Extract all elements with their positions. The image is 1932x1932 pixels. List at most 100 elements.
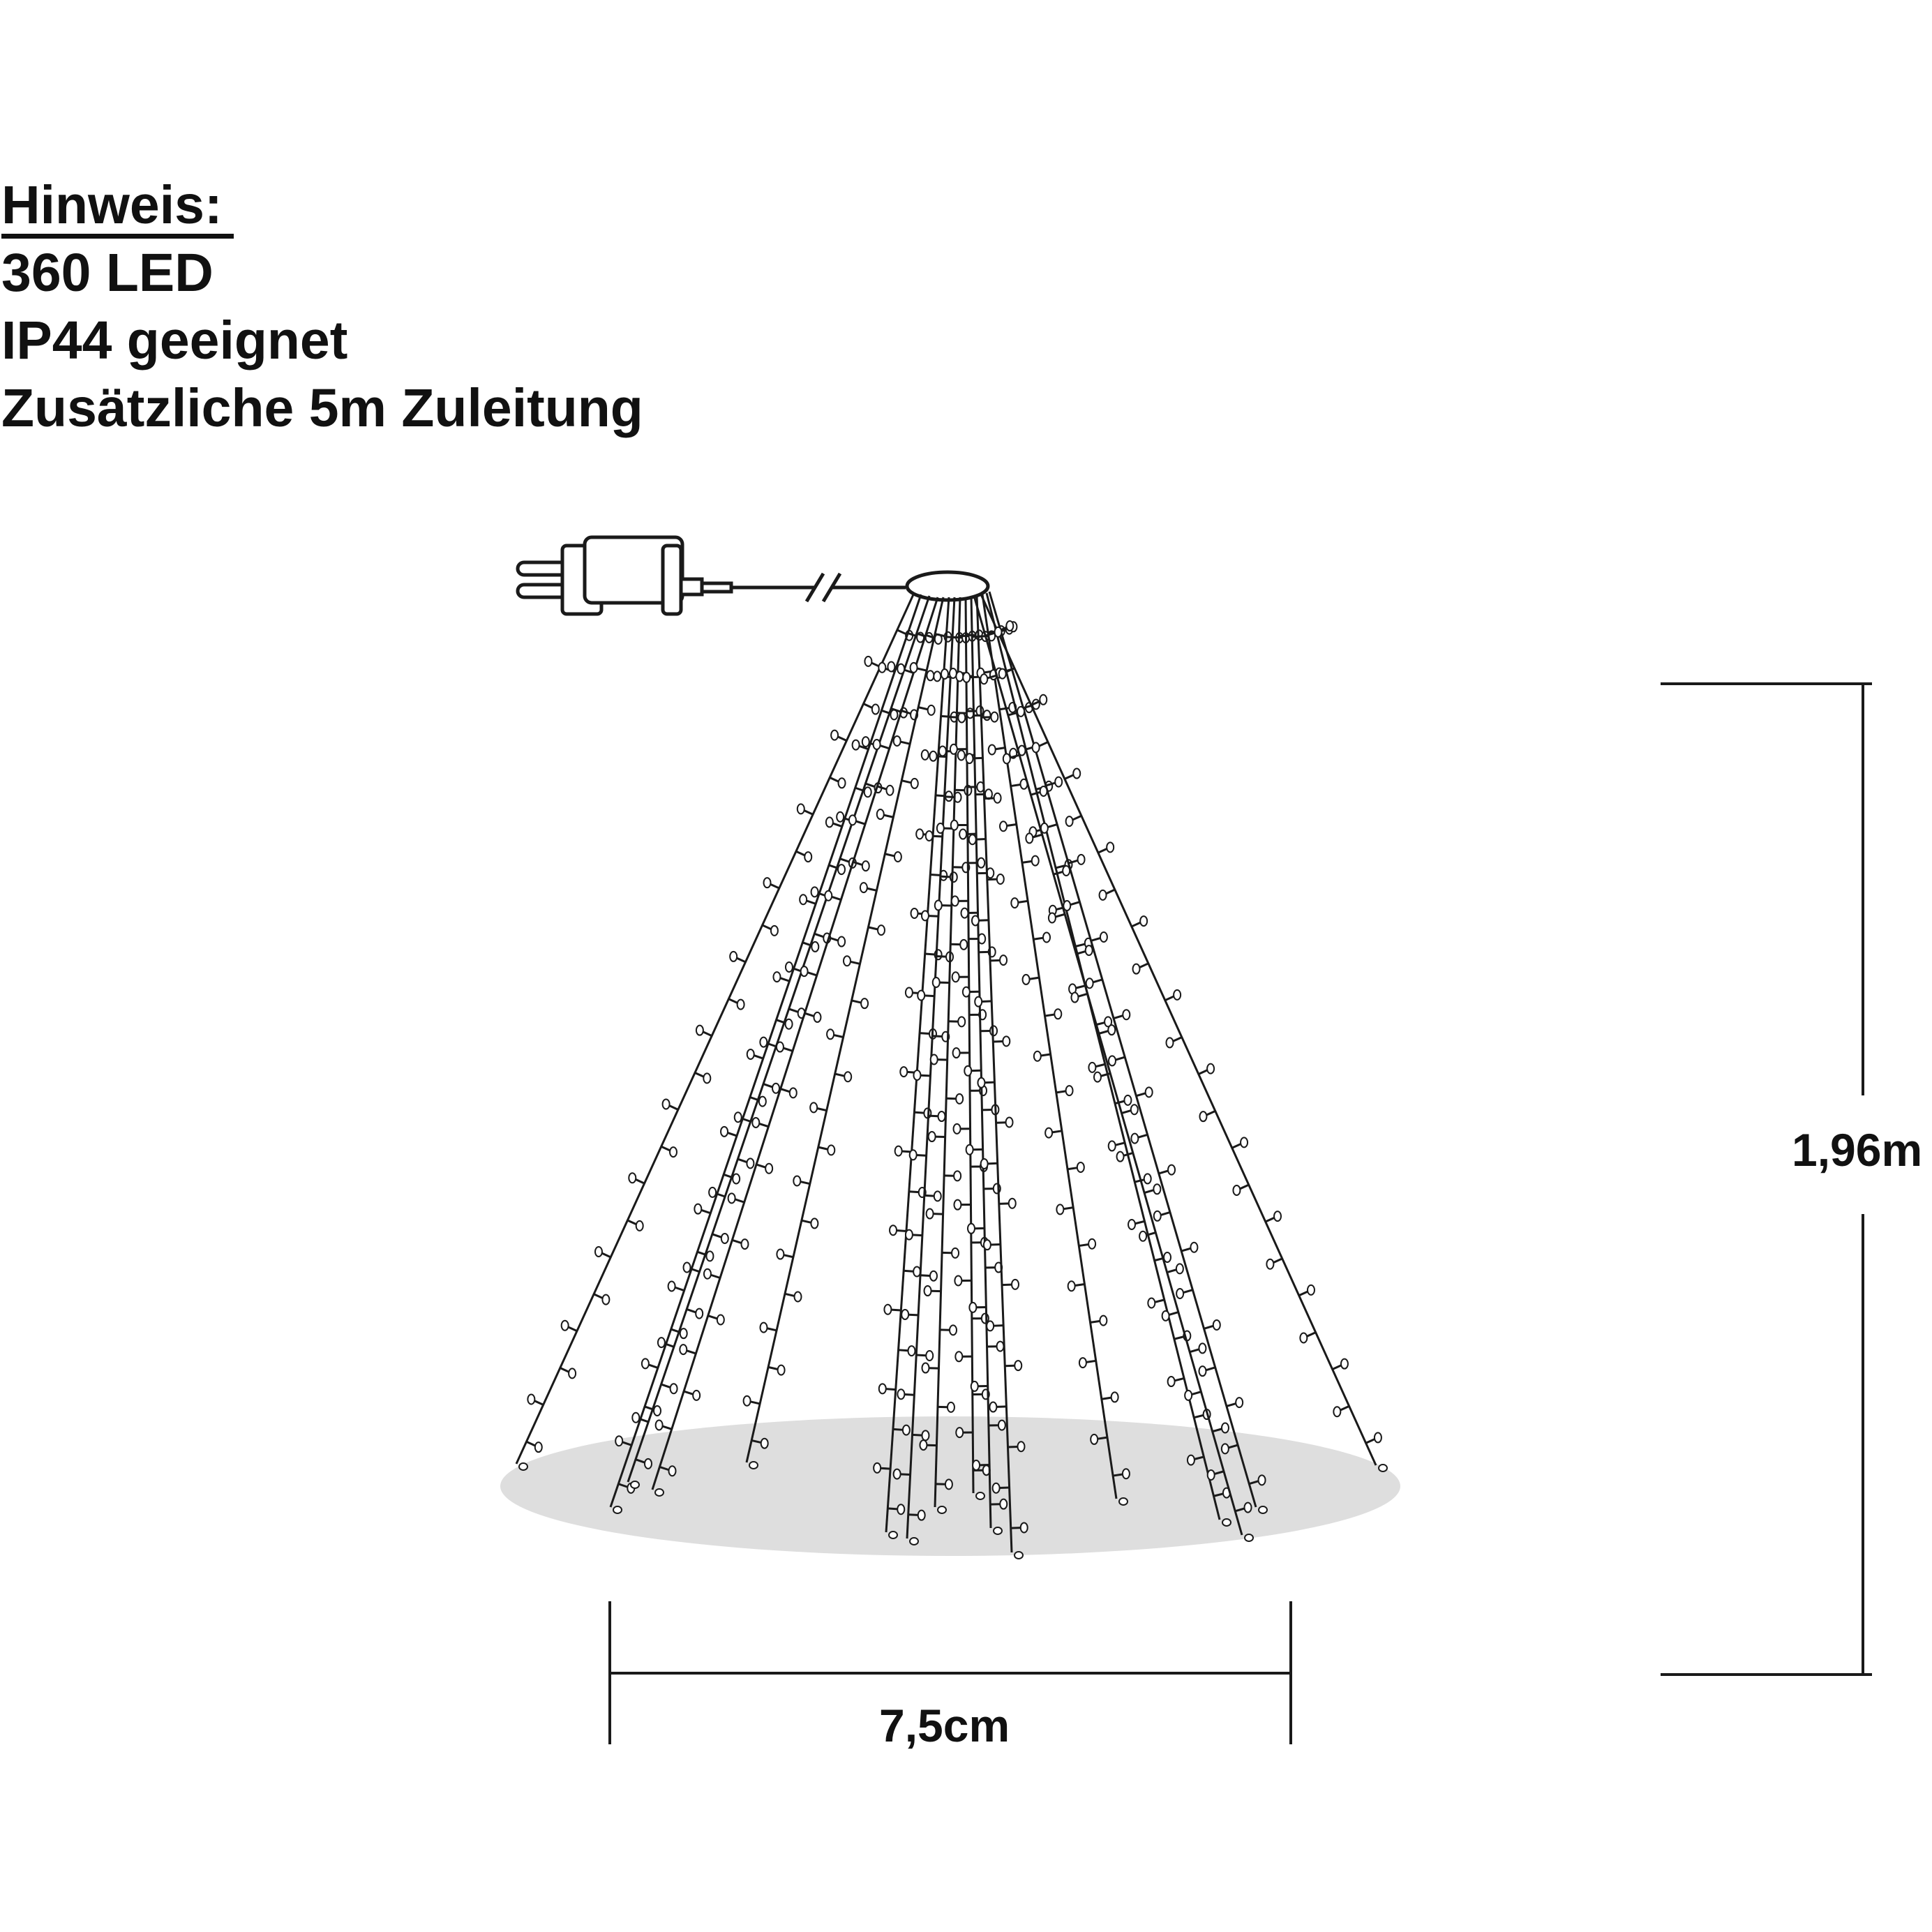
led-bulb bbox=[654, 1419, 664, 1431]
led-bulb bbox=[804, 851, 813, 863]
led-bulb bbox=[1116, 1151, 1125, 1162]
led-bulb bbox=[910, 777, 919, 789]
led-bulb bbox=[904, 987, 913, 998]
led-bulb bbox=[1139, 1230, 1148, 1242]
led-bulb bbox=[1240, 1137, 1249, 1148]
led-bulb bbox=[883, 1303, 892, 1315]
led-stub bbox=[701, 1208, 711, 1215]
led-bulb bbox=[953, 1170, 962, 1182]
led-bulb bbox=[925, 1208, 934, 1220]
led-bulb bbox=[1243, 1502, 1252, 1513]
led-bulb bbox=[1076, 1161, 1085, 1173]
led-stub bbox=[1070, 901, 1080, 906]
led-bulb bbox=[615, 1435, 624, 1447]
led-strand bbox=[964, 597, 975, 1494]
led-stub bbox=[952, 636, 963, 639]
led-stub bbox=[1098, 1030, 1109, 1035]
led-bulb bbox=[980, 1158, 989, 1169]
led-bulb bbox=[1099, 1315, 1108, 1326]
led-bulb bbox=[1257, 1474, 1266, 1486]
led-stub bbox=[694, 1072, 705, 1078]
led-stub bbox=[758, 1123, 769, 1128]
led-strand bbox=[745, 597, 945, 1463]
led-strand bbox=[906, 597, 956, 1539]
led-stub bbox=[801, 1219, 811, 1224]
led-stub bbox=[800, 1181, 811, 1185]
led-stub bbox=[751, 1439, 762, 1444]
led-bulb bbox=[901, 1308, 910, 1320]
led-bulb bbox=[560, 1319, 569, 1331]
led-stub bbox=[1306, 1331, 1317, 1338]
led-bulb bbox=[959, 938, 968, 950]
led-end-cap bbox=[749, 1461, 758, 1469]
led-bulb bbox=[1206, 1469, 1215, 1481]
led-stub bbox=[593, 1293, 604, 1299]
led-bulb bbox=[703, 1072, 712, 1084]
led-bulb bbox=[1144, 1086, 1153, 1098]
led-stub bbox=[1031, 700, 1041, 707]
led-stub bbox=[924, 1194, 934, 1197]
led-bulb bbox=[931, 977, 941, 989]
led-stub bbox=[920, 1074, 931, 1077]
led-bulb bbox=[1198, 1365, 1207, 1377]
led-stub bbox=[853, 860, 863, 867]
led-stub bbox=[990, 1243, 1001, 1246]
led-bulb bbox=[1054, 776, 1063, 788]
led-stub bbox=[1206, 1109, 1216, 1116]
led-bulb bbox=[873, 1462, 882, 1474]
led-bulb bbox=[1019, 1522, 1028, 1534]
led-stub bbox=[1172, 1036, 1183, 1042]
led-stub bbox=[1029, 976, 1040, 980]
led-bulb bbox=[1333, 1406, 1342, 1418]
led-bulb bbox=[1014, 1360, 1023, 1372]
led-bulb bbox=[830, 729, 839, 741]
led-stub bbox=[828, 936, 839, 942]
led-stub bbox=[1021, 860, 1033, 864]
led-bulb bbox=[989, 1401, 998, 1413]
led-stub bbox=[1090, 1319, 1100, 1324]
transformer-icon bbox=[560, 535, 733, 616]
led-end-cap bbox=[1014, 1551, 1024, 1559]
led-bulb bbox=[827, 1144, 836, 1156]
led-bulb bbox=[996, 873, 1005, 885]
led-bulb bbox=[927, 1131, 936, 1143]
led-bulb bbox=[793, 1175, 802, 1187]
led-stub bbox=[876, 785, 888, 791]
led-bulb bbox=[859, 882, 868, 894]
led-stub bbox=[897, 629, 907, 636]
led-bulb bbox=[944, 1478, 953, 1490]
led-stub bbox=[1075, 984, 1086, 989]
led-bulb bbox=[982, 1239, 991, 1251]
led-stub bbox=[661, 1425, 673, 1430]
led-bulb bbox=[668, 1465, 677, 1477]
led-bulb bbox=[977, 1077, 986, 1088]
led-bulb bbox=[1373, 1432, 1382, 1444]
led-bulb bbox=[929, 1054, 938, 1065]
led-bulb bbox=[641, 1358, 650, 1370]
led-stub bbox=[917, 667, 927, 672]
led-bulb bbox=[929, 750, 938, 762]
led-stub bbox=[883, 814, 894, 818]
led-bulb bbox=[1065, 1085, 1074, 1097]
led-bulb bbox=[851, 739, 860, 751]
led-stub bbox=[736, 957, 747, 964]
led-stub bbox=[668, 1104, 679, 1111]
led-bulb bbox=[913, 1069, 922, 1081]
led-stub bbox=[1332, 1364, 1342, 1370]
led-bulb bbox=[1128, 1218, 1137, 1230]
led-strand bbox=[515, 592, 915, 1465]
led-bulb bbox=[946, 1401, 955, 1413]
led-stub bbox=[1123, 1152, 1134, 1157]
width-label: 7,5cm bbox=[879, 1700, 1010, 1751]
led-bulb bbox=[904, 1229, 913, 1241]
led-stub bbox=[850, 960, 860, 965]
led-bulb bbox=[1031, 742, 1040, 754]
led-bulb bbox=[959, 828, 968, 840]
led-bulb bbox=[643, 1458, 652, 1469]
led-bulb bbox=[1107, 1055, 1116, 1067]
led-bulb bbox=[1031, 855, 1040, 867]
led-bulb bbox=[527, 1393, 536, 1405]
led-stub bbox=[987, 878, 997, 881]
notes-heading: Hinweis: bbox=[1, 177, 234, 239]
led-stub bbox=[1239, 1183, 1250, 1190]
